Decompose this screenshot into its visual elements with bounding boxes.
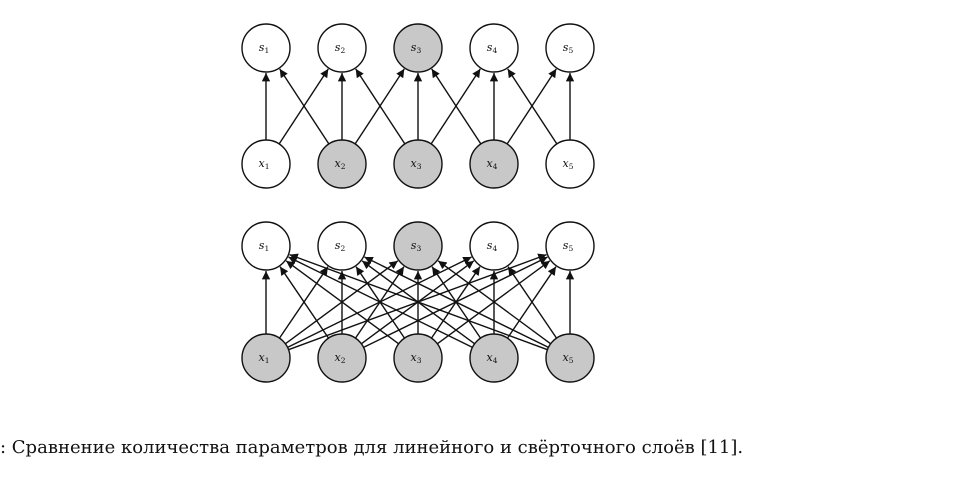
panel1-node-x1-label: x1	[259, 157, 270, 171]
panel2-node-x5: x5	[545, 333, 595, 383]
panel2-node-s3-circle	[393, 221, 443, 271]
panel2-node-x2-label: x2	[335, 351, 346, 365]
panel1-node-x4-label: x4	[487, 157, 498, 171]
panel2-node-x1-circle	[241, 333, 291, 383]
panel2-node-s4-circle	[469, 221, 519, 271]
panel1-node-s3-circle	[393, 23, 443, 73]
panel2-edge-x5-s3	[437, 260, 552, 345]
panel2-node-s2: s2	[317, 221, 367, 271]
panel1-node-x1-circle	[241, 139, 291, 189]
panel2-node-x5-circle	[545, 333, 595, 383]
panel1-node-s5-label: s5	[563, 41, 574, 55]
panel2-node-s5: s5	[545, 221, 595, 271]
panel2-edge-x5-s1	[289, 253, 548, 351]
figure-caption: : Сравнение количества параметров для ли…	[0, 437, 744, 458]
panel1-node-x1: x1	[241, 139, 291, 189]
panel2-edge-x4-s1	[288, 256, 473, 349]
panel1-node-x3: x3	[393, 139, 443, 189]
panel2-node-x2-circle	[317, 333, 367, 383]
panel1-edge-x5-s4	[507, 68, 558, 145]
panel2-edge-x5-s4	[507, 266, 558, 339]
panel2-node-s3: s3	[393, 221, 443, 271]
panel1-node-x4-circle	[469, 139, 519, 189]
panel2-edge-x2-s1	[279, 266, 330, 339]
panel2-node-x1: x1	[241, 333, 291, 383]
panel1-node-x5: x5	[545, 139, 595, 189]
panel1-node-x5-label: x5	[563, 157, 574, 171]
panel1-node-s5-circle	[545, 23, 595, 73]
panel1-node-s1-label: s1	[259, 41, 269, 55]
panel1-node-x4: x4	[469, 139, 519, 189]
panel1-node-x3-label: x3	[411, 157, 422, 171]
panel2-node-s1: s1	[241, 221, 291, 271]
panel2-node-s3-label: s3	[411, 239, 422, 253]
panel2-node-s4: s4	[469, 221, 519, 271]
panel2-node-x2: x2	[317, 333, 367, 383]
panel1-node-x5-circle	[545, 139, 595, 189]
panel2-node-s1-circle	[241, 221, 291, 271]
panel1-edge-x3-s2	[355, 68, 406, 145]
panel1-node-x2-label: x2	[335, 157, 346, 171]
panel1-node-s3: s3	[393, 23, 443, 73]
panel1-node-s1: s1	[241, 23, 291, 73]
panel1-node-s4-label: s4	[487, 41, 498, 55]
panel2-node-s5-circle	[545, 221, 595, 271]
panel2-node-x3-label: x3	[411, 351, 422, 365]
panel1-edge-x4-s3	[431, 68, 482, 145]
panel1-node-s2-label: s2	[335, 41, 346, 55]
panel2-node-s2-circle	[317, 221, 367, 271]
panel1-node-x2: x2	[317, 139, 367, 189]
panel2-node-s4-label: s4	[487, 239, 498, 253]
panel2-node-x1-label: x1	[259, 351, 270, 365]
panel2-edge-x5-s2	[364, 256, 549, 349]
panel1-node-s2: s2	[317, 23, 367, 73]
panel1-node-s3-label: s3	[411, 41, 422, 55]
panel1-node-s5: s5	[545, 23, 595, 73]
panel2-node-s1-label: s1	[259, 239, 269, 253]
panel2-edge-x3-s1	[285, 260, 400, 345]
panel2-node-x4: x4	[469, 333, 519, 383]
panel2-node-x4-circle	[469, 333, 519, 383]
panel2-node-x5-label: x5	[563, 351, 574, 365]
panel1-node-x3-circle	[393, 139, 443, 189]
panel1-node-s2-circle	[317, 23, 367, 73]
panel1-edge-x2-s1	[279, 68, 330, 145]
panel1-node-s4-circle	[469, 23, 519, 73]
panel2-node-s2-label: s2	[335, 239, 346, 253]
panel2-node-x4-label: x4	[487, 351, 498, 365]
panel2-node-x3-circle	[393, 333, 443, 383]
panel2-node-x3: x3	[393, 333, 443, 383]
panel1-node-s1-circle	[241, 23, 291, 73]
panel1-node-s4: s4	[469, 23, 519, 73]
panel2-node-s5-label: s5	[563, 239, 574, 253]
panel1-node-x2-circle	[317, 139, 367, 189]
